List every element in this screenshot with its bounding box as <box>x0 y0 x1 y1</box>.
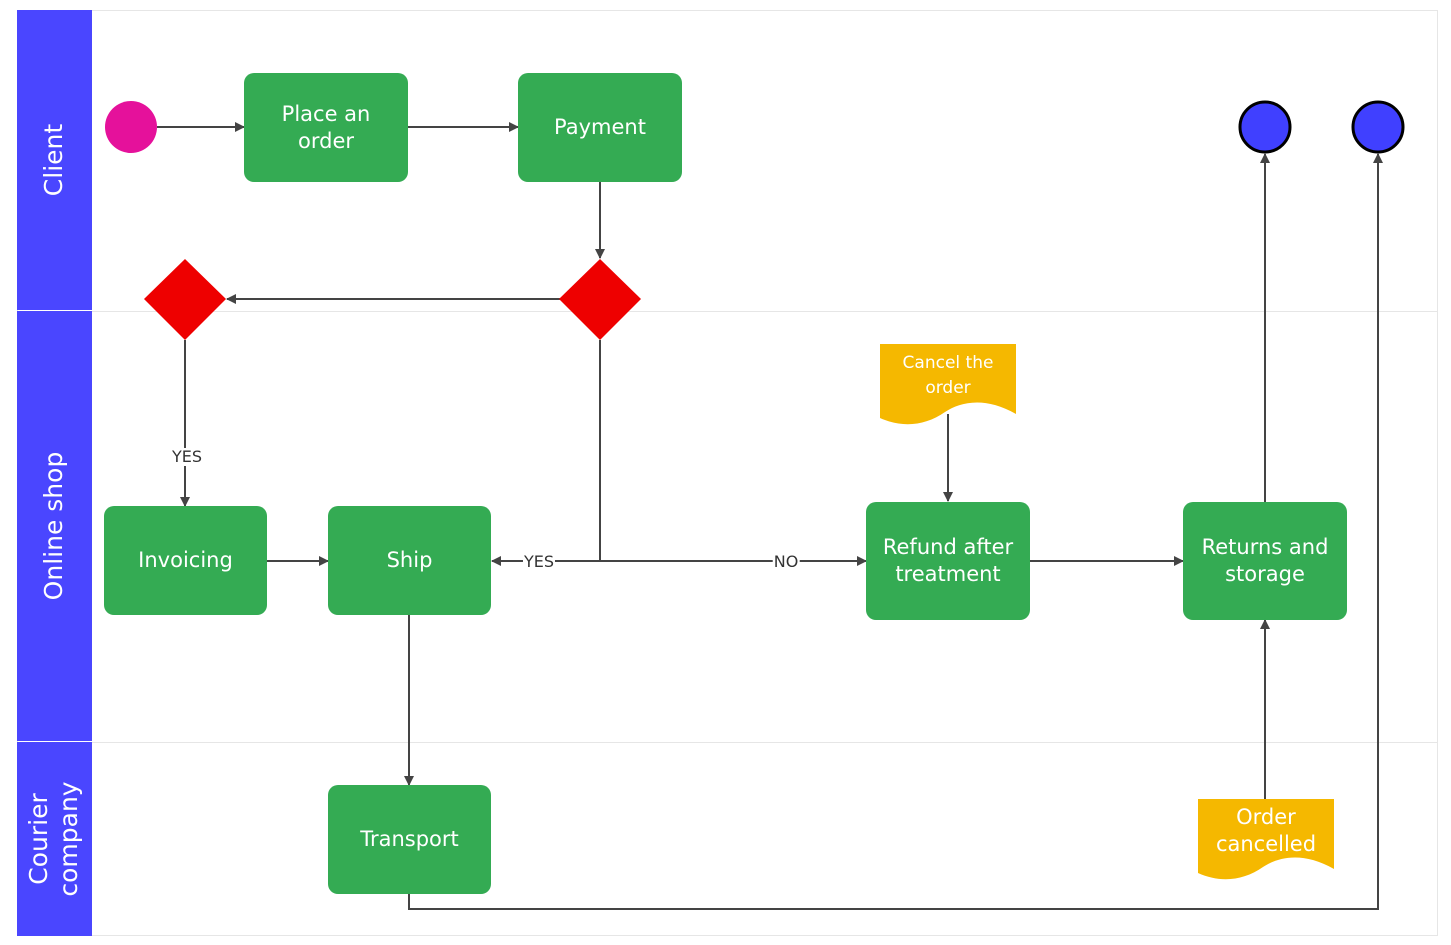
document-order-cancelled-label: Order cancelled <box>1215 805 1317 856</box>
end-event-2 <box>1351 100 1405 154</box>
task-refund[interactable]: Refund after treatment <box>866 502 1030 620</box>
task-returns[interactable]: Returns and storage <box>1183 502 1347 620</box>
end-event-1 <box>1238 100 1292 154</box>
edge-label-no-refund: NO <box>772 552 800 571</box>
task-transport[interactable]: Transport <box>328 785 491 894</box>
lane-divider-shop-courier <box>17 742 1438 743</box>
edge-label-yes-invoicing: YES <box>170 447 204 466</box>
task-ship[interactable]: Ship <box>328 506 491 615</box>
task-invoicing[interactable]: Invoicing <box>104 506 267 615</box>
edge-transport-to-end <box>408 153 1383 910</box>
gateway-left <box>144 259 226 340</box>
edge-gateway-to-ship <box>491 340 601 566</box>
lane-header-online-shop <box>17 311 92 741</box>
task-payment[interactable]: Payment <box>518 73 682 182</box>
lane-divider-client-shop <box>17 311 1438 312</box>
gateway-right <box>559 259 641 340</box>
task-place-order[interactable]: Place an order <box>244 73 408 182</box>
lane-header-client <box>17 10 92 310</box>
edge-label-yes-ship: YES <box>522 552 556 571</box>
start-event <box>105 101 157 153</box>
document-cancel-order-label: Cancel the order <box>902 353 994 398</box>
lane-header-courier <box>17 742 92 936</box>
document-order-cancelled <box>1198 799 1334 880</box>
document-cancel-order <box>880 344 1016 425</box>
